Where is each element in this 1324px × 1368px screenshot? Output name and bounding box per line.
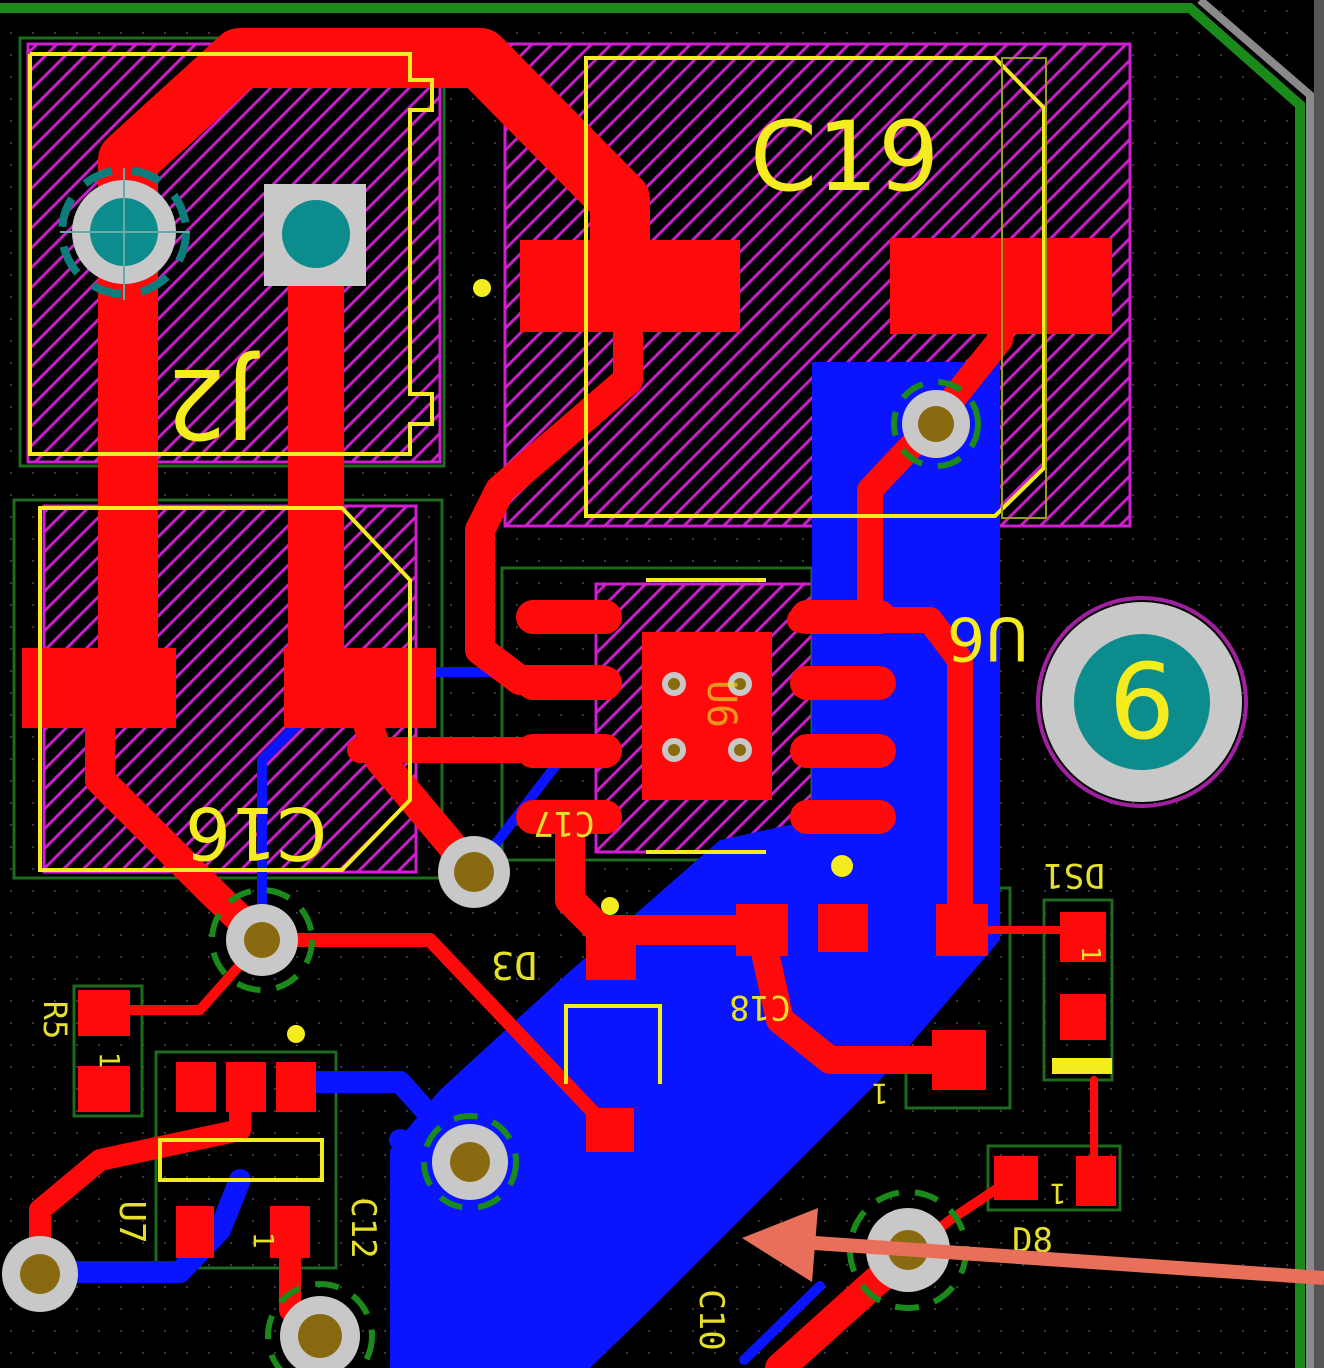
label-ds1: DS1 <box>1043 855 1104 895</box>
label-c10: C10 <box>691 1289 731 1350</box>
label-ic-center: U6 <box>698 680 744 728</box>
annotation-arrow <box>742 1208 1324 1285</box>
label-u6: U6 <box>947 603 1029 673</box>
c16-pad-right <box>284 648 436 728</box>
label-c18: C18 <box>729 987 790 1027</box>
silkscreen-outlines <box>28 52 1112 1182</box>
u6-thermal-pad <box>642 632 772 800</box>
c19-pad-left <box>520 240 740 332</box>
pin-mark-c12: 1 <box>247 1232 280 1249</box>
label-c12: C12 <box>343 1197 383 1258</box>
vias <box>2 166 1248 1368</box>
pin-mark-ds1: 1 <box>1075 946 1105 962</box>
j2-pin2-pad <box>264 184 366 286</box>
j2-pin1-pad <box>58 166 190 300</box>
label-r5: R5 <box>36 1001 74 1040</box>
label-j2: J2 <box>165 347 259 459</box>
pin-mark-r5: 1 <box>93 1052 126 1069</box>
label-u7: U7 <box>111 1200 152 1243</box>
trace-j2-outer <box>98 28 650 315</box>
c16-pad-left <box>22 648 176 728</box>
mounting-hole-label: 6 <box>1109 641 1175 763</box>
pin-marks: 1 1 1 1 1 <box>93 946 1105 1248</box>
label-c19: C19 <box>750 101 939 213</box>
label-d3: D3 <box>491 943 537 987</box>
trace-c16-via <box>85 685 277 955</box>
label-c17: C17 <box>533 803 594 843</box>
mounting-hole-6 <box>1036 596 1248 808</box>
pin-mark-c18: 1 <box>872 1077 889 1110</box>
label-c16: C16 <box>185 791 327 875</box>
pin-mark-d8: 1 <box>1050 1177 1067 1210</box>
assembly-fine-outlines <box>1001 57 1047 519</box>
